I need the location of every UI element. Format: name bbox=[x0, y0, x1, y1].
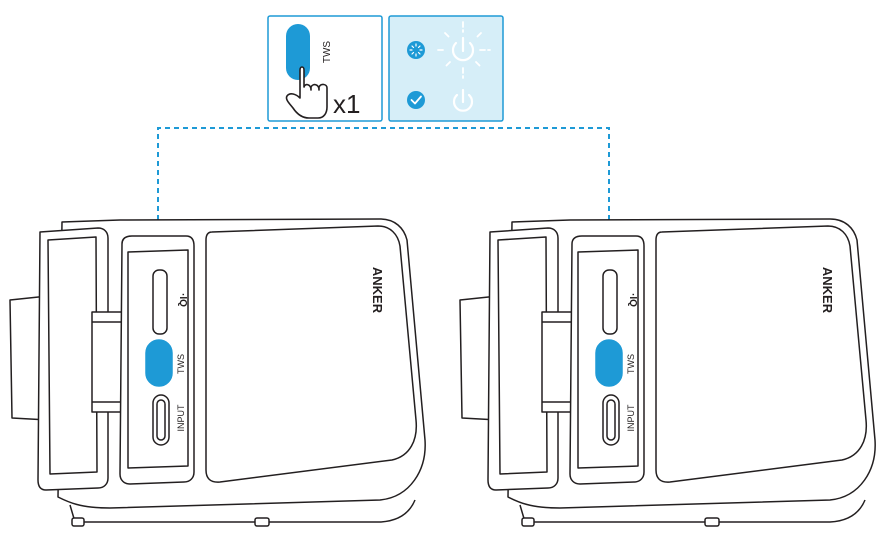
tws-button bbox=[145, 339, 173, 387]
speaker-right-brand: ANKER bbox=[820, 267, 835, 314]
front-grille bbox=[655, 225, 868, 483]
power-icon bbox=[452, 88, 474, 112]
check-circle-icon bbox=[407, 91, 425, 109]
speaker-base bbox=[519, 499, 866, 523]
connector-endpoint-right bbox=[605, 348, 613, 356]
instruction-tws-label: TWS bbox=[322, 41, 333, 64]
tws-button bbox=[595, 339, 623, 387]
power-blinking-icon bbox=[437, 21, 491, 79]
speaker-left-iq-label: ·IQ bbox=[177, 293, 188, 307]
port-cover-flap bbox=[37, 227, 109, 491]
blinking-blue-indicator-icon bbox=[407, 41, 425, 59]
usb-port-icon bbox=[152, 269, 168, 335]
port-cover-flap bbox=[487, 227, 559, 491]
press-count-label: x1 bbox=[333, 89, 360, 119]
speaker-base bbox=[69, 499, 416, 523]
speaker-left-input-label: INPUT bbox=[176, 404, 186, 432]
speaker-left bbox=[9, 218, 426, 527]
connector-endpoint-left bbox=[154, 348, 162, 356]
front-grille bbox=[205, 225, 418, 483]
status-panel bbox=[388, 15, 504, 122]
usb-port-icon bbox=[602, 269, 618, 335]
speaker-left-tws-label: TWS bbox=[176, 354, 186, 374]
speaker-left-brand: ANKER bbox=[370, 267, 385, 314]
press-instruction-panel: TWS x1 bbox=[267, 15, 383, 122]
speaker-right bbox=[459, 218, 876, 527]
speaker-right-iq-label: ·IQ bbox=[627, 293, 638, 307]
tws-button-icon bbox=[286, 24, 310, 80]
speaker-right-input-label: INPUT bbox=[626, 404, 636, 432]
speaker-right-tws-label: TWS bbox=[626, 354, 636, 374]
hand-pointer-icon bbox=[285, 66, 328, 119]
tws-link-connector bbox=[157, 127, 610, 355]
